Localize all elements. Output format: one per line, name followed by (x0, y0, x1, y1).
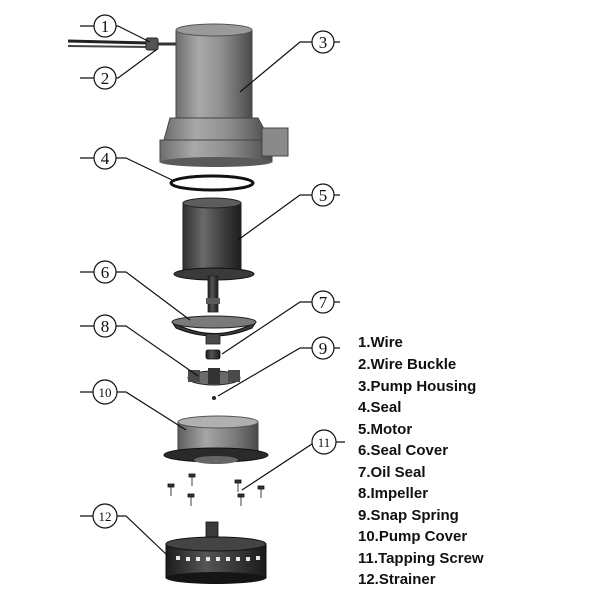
callout-8: 8 (93, 314, 117, 338)
legend-item-oil-seal: 7.Oil Seal (358, 464, 426, 481)
legend-item-strainer: 12.Strainer (358, 571, 436, 588)
svg-text:11: 11 (318, 435, 331, 450)
callout-1: 1 (93, 14, 117, 38)
legend-item-snap-spring: 9.Snap Spring (358, 507, 459, 524)
part-strainer (165, 521, 267, 584)
callout-12: 12 (92, 503, 118, 529)
legend-item-wire: 1.Wire (358, 334, 403, 351)
svg-text:5: 5 (319, 186, 328, 205)
callout-4: 4 (93, 146, 117, 170)
callout-6: 6 (93, 260, 117, 284)
callout-11: 11 (311, 429, 337, 455)
svg-text:10: 10 (99, 385, 112, 400)
callout-10: 10 (92, 379, 118, 405)
legend-item-impeller: 8.Impeller (358, 485, 428, 502)
part-oil-seal (205, 349, 221, 360)
legend-item-pump-housing: 3.Pump Housing (358, 378, 476, 395)
callout-2: 2 (93, 66, 117, 90)
legend-item-tapping-screw: 11.Tapping Screw (358, 550, 484, 567)
callout-3: 3 (311, 30, 335, 54)
part-tapping-screws (167, 473, 265, 506)
legend-item-seal: 4.Seal (358, 399, 401, 416)
part-pump-housing (159, 23, 289, 167)
svg-text:1: 1 (101, 17, 110, 36)
svg-text:8: 8 (101, 317, 110, 336)
svg-text:9: 9 (319, 339, 328, 358)
part-wire (67, 39, 151, 48)
part-seal (169, 174, 255, 192)
callout-9: 9 (311, 336, 335, 360)
svg-text:7: 7 (319, 293, 328, 312)
part-impeller (187, 368, 241, 386)
svg-text:2: 2 (101, 69, 110, 88)
part-pump-cover (163, 415, 269, 464)
svg-text:3: 3 (319, 33, 328, 52)
part-seal-cover (171, 315, 257, 345)
callout-5: 5 (311, 183, 335, 207)
legend-item-pump-cover: 10.Pump Cover (358, 528, 467, 545)
svg-text:12: 12 (99, 509, 112, 524)
svg-text:6: 6 (101, 263, 110, 282)
callout-7: 7 (311, 290, 335, 314)
part-wire-buckle (145, 37, 180, 51)
svg-text:4: 4 (101, 149, 110, 168)
part-motor (173, 197, 255, 313)
part-snap-spring (212, 396, 216, 400)
legend-item-seal-cover: 6.Seal Cover (358, 442, 448, 459)
legend-item-motor: 5.Motor (358, 421, 412, 438)
legend-item-wire-buckle: 2.Wire Buckle (358, 356, 456, 373)
parts-legend: 1.Wire 2.Wire Buckle 3.Pump Housing 4.Se… (358, 334, 484, 588)
